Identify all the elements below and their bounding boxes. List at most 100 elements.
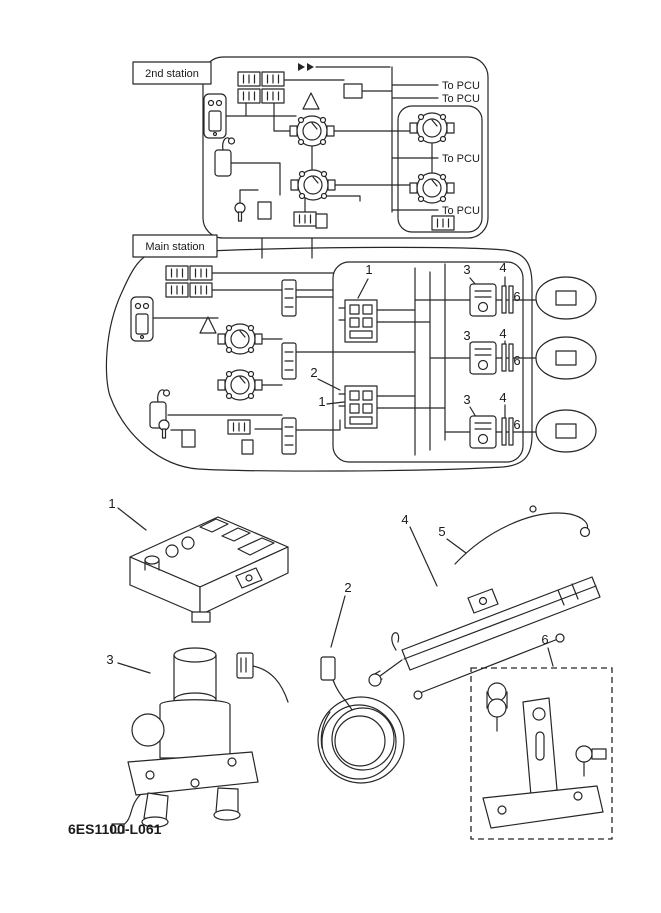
gauge bbox=[217, 369, 263, 401]
to-pcu-label-3: To PCU bbox=[442, 153, 480, 165]
actuator-bar bbox=[508, 417, 514, 446]
connector-block bbox=[237, 71, 261, 87]
callout-2-part: 2 bbox=[344, 580, 351, 595]
ecu-bracket bbox=[235, 567, 263, 589]
part-3-trim-unit: 3 bbox=[106, 647, 259, 834]
leader-line-6 bbox=[547, 647, 554, 667]
engine-outline bbox=[535, 276, 597, 320]
gauge bbox=[217, 323, 263, 355]
ecu-cylinder bbox=[144, 555, 160, 565]
cable-coil bbox=[331, 707, 395, 771]
callout-4-schematic: 4 bbox=[499, 326, 506, 341]
helm-wiring-enclosure bbox=[332, 261, 524, 463]
ecu-relay bbox=[199, 518, 229, 533]
trim-bolt bbox=[190, 778, 200, 788]
part-2-cable-assembly: 2 bbox=[236, 580, 405, 784]
base-bolt bbox=[573, 791, 583, 801]
gauge bbox=[409, 172, 455, 204]
part-6-bracket: 6 bbox=[470, 632, 613, 840]
cable-coil bbox=[334, 715, 386, 767]
signal-arrow-icon bbox=[298, 63, 314, 71]
cable-coil bbox=[317, 696, 405, 784]
callout-5-part: 5 bbox=[438, 524, 445, 539]
small-connector bbox=[241, 439, 254, 455]
tie-rod-end bbox=[413, 690, 423, 700]
actuator-cylinder bbox=[401, 576, 601, 671]
connector-block bbox=[189, 282, 213, 298]
trim-base-plate bbox=[127, 751, 259, 796]
small-connector bbox=[227, 419, 251, 435]
part-4-5-steering-actuator: 4 5 bbox=[368, 505, 601, 700]
small-connector bbox=[293, 211, 317, 227]
connector-block bbox=[165, 282, 189, 298]
leader-line-1 bbox=[117, 507, 147, 531]
leader-line-2 bbox=[330, 595, 346, 648]
ecu-relay bbox=[221, 527, 251, 542]
terminal-strip bbox=[281, 417, 297, 455]
callout-4-schematic: 4 bbox=[499, 390, 506, 405]
callout-1-schematic: 1 bbox=[318, 394, 325, 409]
bracket-fitting bbox=[575, 745, 593, 763]
terminal-strip bbox=[281, 279, 297, 317]
cable-connector-pins bbox=[240, 657, 247, 673]
cable-connector bbox=[236, 652, 254, 679]
callout-6-part: 6 bbox=[541, 632, 548, 647]
trim-bolt bbox=[227, 757, 237, 767]
engine-outline bbox=[535, 336, 597, 380]
actuator-bar bbox=[501, 417, 507, 446]
part-1-ecu-module: 1 bbox=[108, 496, 289, 623]
sensor-cable bbox=[454, 512, 589, 565]
bracket-hole bbox=[532, 707, 546, 721]
main-station-label: Main station bbox=[145, 241, 204, 253]
bracket-dashed-box bbox=[470, 667, 613, 840]
base-bolt bbox=[497, 805, 507, 815]
actuator-bar bbox=[501, 343, 507, 372]
part-code: 6ES1100-L061 bbox=[68, 821, 162, 837]
ecu-unit-schematic bbox=[338, 385, 384, 429]
callout-6-schematic: 6 bbox=[513, 289, 520, 304]
small-connector bbox=[181, 429, 196, 448]
ecu-connector bbox=[237, 537, 275, 556]
connector-block bbox=[165, 265, 189, 281]
trim-foot bbox=[141, 816, 169, 828]
callout-3-part: 3 bbox=[106, 652, 113, 667]
remote-control-lever bbox=[214, 137, 236, 177]
to-pcu-label-4: To PCU bbox=[442, 205, 480, 217]
small-connector bbox=[431, 215, 455, 231]
ecu-unit-schematic bbox=[338, 299, 384, 343]
pcu-area-enclosure bbox=[397, 105, 483, 233]
connector-block bbox=[189, 265, 213, 281]
relay-box bbox=[343, 83, 363, 99]
callout-3-schematic: 3 bbox=[463, 262, 470, 277]
callout-1-part: 1 bbox=[108, 496, 115, 511]
actuator-bar bbox=[508, 343, 514, 372]
ecu-capacitor bbox=[165, 544, 179, 558]
second-station-enclosure bbox=[202, 56, 489, 239]
key-switch-panel bbox=[203, 93, 227, 139]
actuator-clevis bbox=[368, 673, 382, 687]
trim-wire-connector bbox=[111, 823, 125, 834]
trim-reservoir bbox=[131, 713, 165, 747]
actuator-hose bbox=[391, 632, 400, 651]
bracket-fitting-arm bbox=[591, 748, 607, 760]
ecu-capacitor bbox=[181, 536, 195, 550]
bracket-base bbox=[482, 785, 604, 829]
second-station-wiring bbox=[225, 66, 439, 259]
callout-6-schematic: 6 bbox=[513, 417, 520, 432]
trim-unit-schematic bbox=[469, 341, 497, 375]
callout-6-schematic: 6 bbox=[513, 353, 520, 368]
key-switch-panel bbox=[130, 296, 154, 342]
to-pcu-label-1: To PCU bbox=[442, 80, 480, 92]
callout-3-schematic: 3 bbox=[463, 392, 470, 407]
bracket-bolt bbox=[478, 596, 488, 606]
trim-unit-schematic bbox=[469, 415, 497, 449]
leader-line-3 bbox=[117, 662, 151, 674]
callout-1-schematic: 1 bbox=[365, 262, 372, 277]
engine-outline bbox=[535, 409, 597, 453]
ecu-bolt bbox=[245, 574, 253, 582]
trim-unit-schematic bbox=[469, 283, 497, 317]
key-icon bbox=[234, 202, 246, 222]
bracket-clamp-top bbox=[487, 682, 507, 702]
gauge bbox=[289, 115, 335, 147]
callout-3-schematic: 3 bbox=[463, 328, 470, 343]
